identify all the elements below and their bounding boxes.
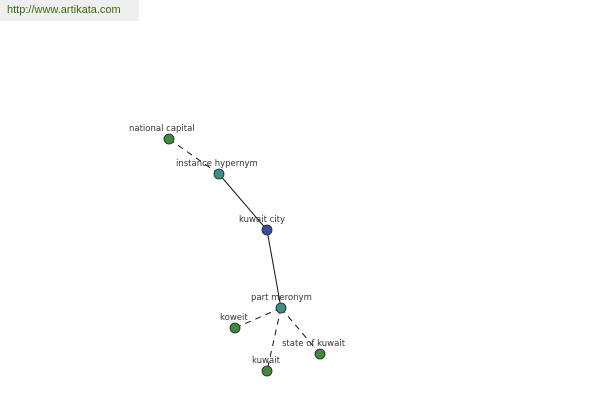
node-instance-hypernym-label[interactable]: instance hypernym [176, 159, 258, 169]
node-kuwait[interactable] [261, 365, 273, 377]
edge-part_meronym-to-koweit [234, 307, 282, 329]
node-koweit[interactable] [229, 322, 241, 334]
node-kuwait-label[interactable]: kuwait [252, 356, 281, 366]
edge-kuwait_city-to-instance_hypernym [218, 173, 268, 231]
node-kuwait-city[interactable] [261, 224, 273, 236]
node-koweit-label[interactable]: koweit [220, 313, 248, 323]
node-national-capital[interactable] [163, 133, 175, 145]
node-part-meronym-label[interactable]: part meronym [251, 293, 312, 303]
node-part-meronym[interactable] [275, 302, 287, 314]
site-url-banner[interactable]: http://www.artikata.com [0, 0, 139, 21]
node-state-of-kuwait-label[interactable]: state of kuwait [282, 339, 346, 349]
labels-layer: national capital instance hypernym kuwait … [129, 124, 346, 366]
edges-layer [168, 138, 321, 372]
node-instance-hypernym[interactable] [213, 168, 225, 180]
edge-kuwait_city-to-part_meronym [266, 229, 282, 309]
node-national-capital-label[interactable]: national capital [129, 124, 195, 134]
node-state-of-kuwait[interactable] [314, 348, 326, 360]
nodes-layer [163, 133, 326, 377]
node-kuwait-city-label[interactable]: kuwait city [239, 215, 285, 225]
